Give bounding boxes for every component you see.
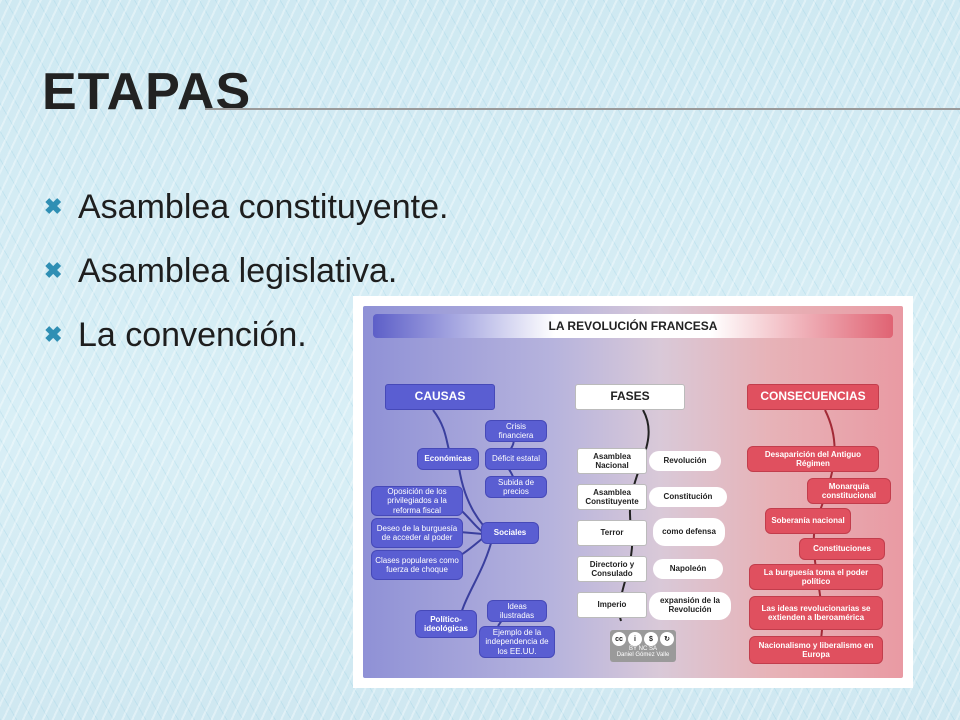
- cause-item: Subida de precios: [485, 476, 547, 498]
- consequence-item: Soberanía nacional: [765, 508, 851, 534]
- phase-note: Napoleón: [653, 559, 723, 579]
- bullet-item: ✖ La convención.: [44, 303, 448, 367]
- diagram-canvas: LA REVOLUCIÓN FRANCESA CAUSAS Económicas…: [363, 306, 903, 678]
- consequence-item: Constituciones: [799, 538, 885, 560]
- bullet-text: La convención.: [78, 315, 307, 354]
- phase-note: como defensa: [653, 518, 725, 546]
- causas-header: CAUSAS: [385, 384, 495, 410]
- bullet-list: ✖ Asamblea constituyente. ✖ Asamblea legis…: [44, 175, 448, 367]
- consequence-item: Las ideas revolucionarias se extienden a…: [749, 596, 883, 630]
- x-mark-icon: ✖: [44, 258, 63, 283]
- license-author: Daniel Gómez Valle: [616, 652, 670, 658]
- cause-item: Déficit estatal: [485, 448, 547, 470]
- creative-commons-icon: cc: [612, 632, 626, 646]
- attribution-icon: i: [628, 632, 642, 646]
- bullet-text: Asamblea legislativa.: [78, 251, 398, 290]
- phase-note: expansión de la Revolución: [649, 592, 731, 620]
- consequence-item: Monarquía constitucional: [807, 478, 891, 504]
- share-alike-icon: ↻: [660, 632, 674, 646]
- phase-box: Asamblea Constituyente: [577, 484, 647, 510]
- license-badge-text: BY NC SA: [629, 646, 657, 652]
- consequence-item: Desaparición del Antiguo Régimen: [747, 446, 879, 472]
- phase-note: Constitución: [649, 487, 727, 507]
- cause-item: Oposición de los privilegiados a la refo…: [371, 486, 463, 516]
- cause-item: Deseo de la burguesía de acceder al pode…: [371, 518, 463, 548]
- consecuencias-header: CONSECUENCIAS: [747, 384, 879, 410]
- phase-note: Revolución: [649, 451, 721, 471]
- x-mark-icon: ✖: [44, 322, 63, 347]
- bullet-item: ✖ Asamblea legislativa.: [44, 239, 448, 303]
- cause-item: Ideas ilustradas: [487, 600, 547, 622]
- revolution-diagram-image[interactable]: LA REVOLUCIÓN FRANCESA CAUSAS Económicas…: [353, 296, 913, 688]
- politico-node: Político-ideológicas: [415, 610, 477, 638]
- phase-box: Asamblea Nacional: [577, 448, 647, 474]
- diagram-title: LA REVOLUCIÓN FRANCESA: [373, 314, 893, 338]
- phase-box: Imperio: [577, 592, 647, 618]
- consequence-item: Nacionalismo y liberalismo en Europa: [749, 636, 883, 664]
- slide-title: ETAPAS: [42, 63, 252, 121]
- phase-box: Directorio y Consulado: [577, 556, 647, 582]
- cause-item: Clases populares como fuerza de choque: [371, 550, 463, 580]
- consequence-item: La burguesía toma el poder político: [749, 564, 883, 590]
- title-divider: [205, 108, 960, 110]
- phase-box: Terror: [577, 520, 647, 546]
- sociales-node: Sociales: [481, 522, 539, 544]
- non-commercial-icon: $: [644, 632, 658, 646]
- bullet-item: ✖ Asamblea constituyente.: [44, 175, 448, 239]
- bullet-text: Asamblea constituyente.: [78, 187, 449, 226]
- fases-header: FASES: [575, 384, 685, 410]
- license-badge: cc i $ ↻ BY NC SA Daniel Gómez Valle: [610, 630, 676, 662]
- cause-item: Crisis financiera: [485, 420, 547, 442]
- economicas-node: Económicas: [417, 448, 479, 470]
- cause-item: Ejemplo de la independencia de los EE.UU…: [479, 626, 555, 658]
- x-mark-icon: ✖: [44, 194, 63, 219]
